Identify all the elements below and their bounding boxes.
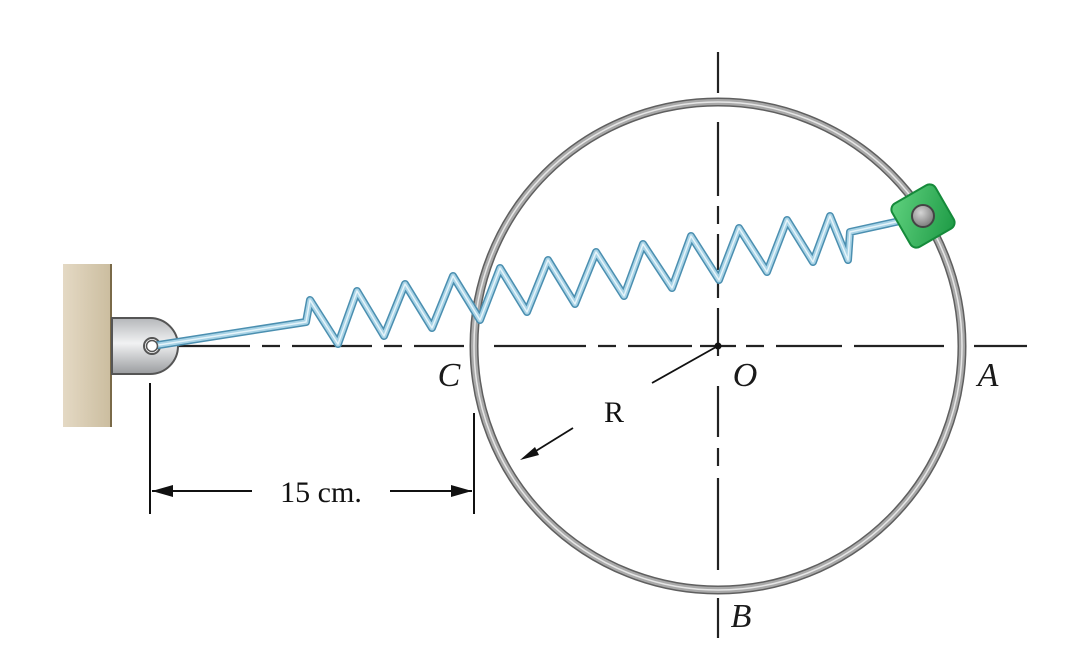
dimension-arrow-right [451, 485, 472, 497]
center-point-O [714, 342, 722, 350]
spring [148, 212, 927, 350]
label-point-O: O [733, 357, 758, 394]
circular-ring [469, 97, 967, 595]
dimension-arrow-left [152, 485, 173, 497]
collar-pin [911, 204, 935, 228]
label-point-C: C [438, 357, 461, 394]
label-dimension: 15 cm. [280, 476, 362, 509]
label-radius: R [604, 396, 624, 429]
radius-leader-line [651, 346, 717, 384]
radius-arrow [520, 427, 574, 460]
label-point-A: A [976, 357, 999, 394]
wall [63, 264, 111, 427]
anchor-pin [145, 339, 159, 353]
label-point-B: B [731, 598, 752, 635]
